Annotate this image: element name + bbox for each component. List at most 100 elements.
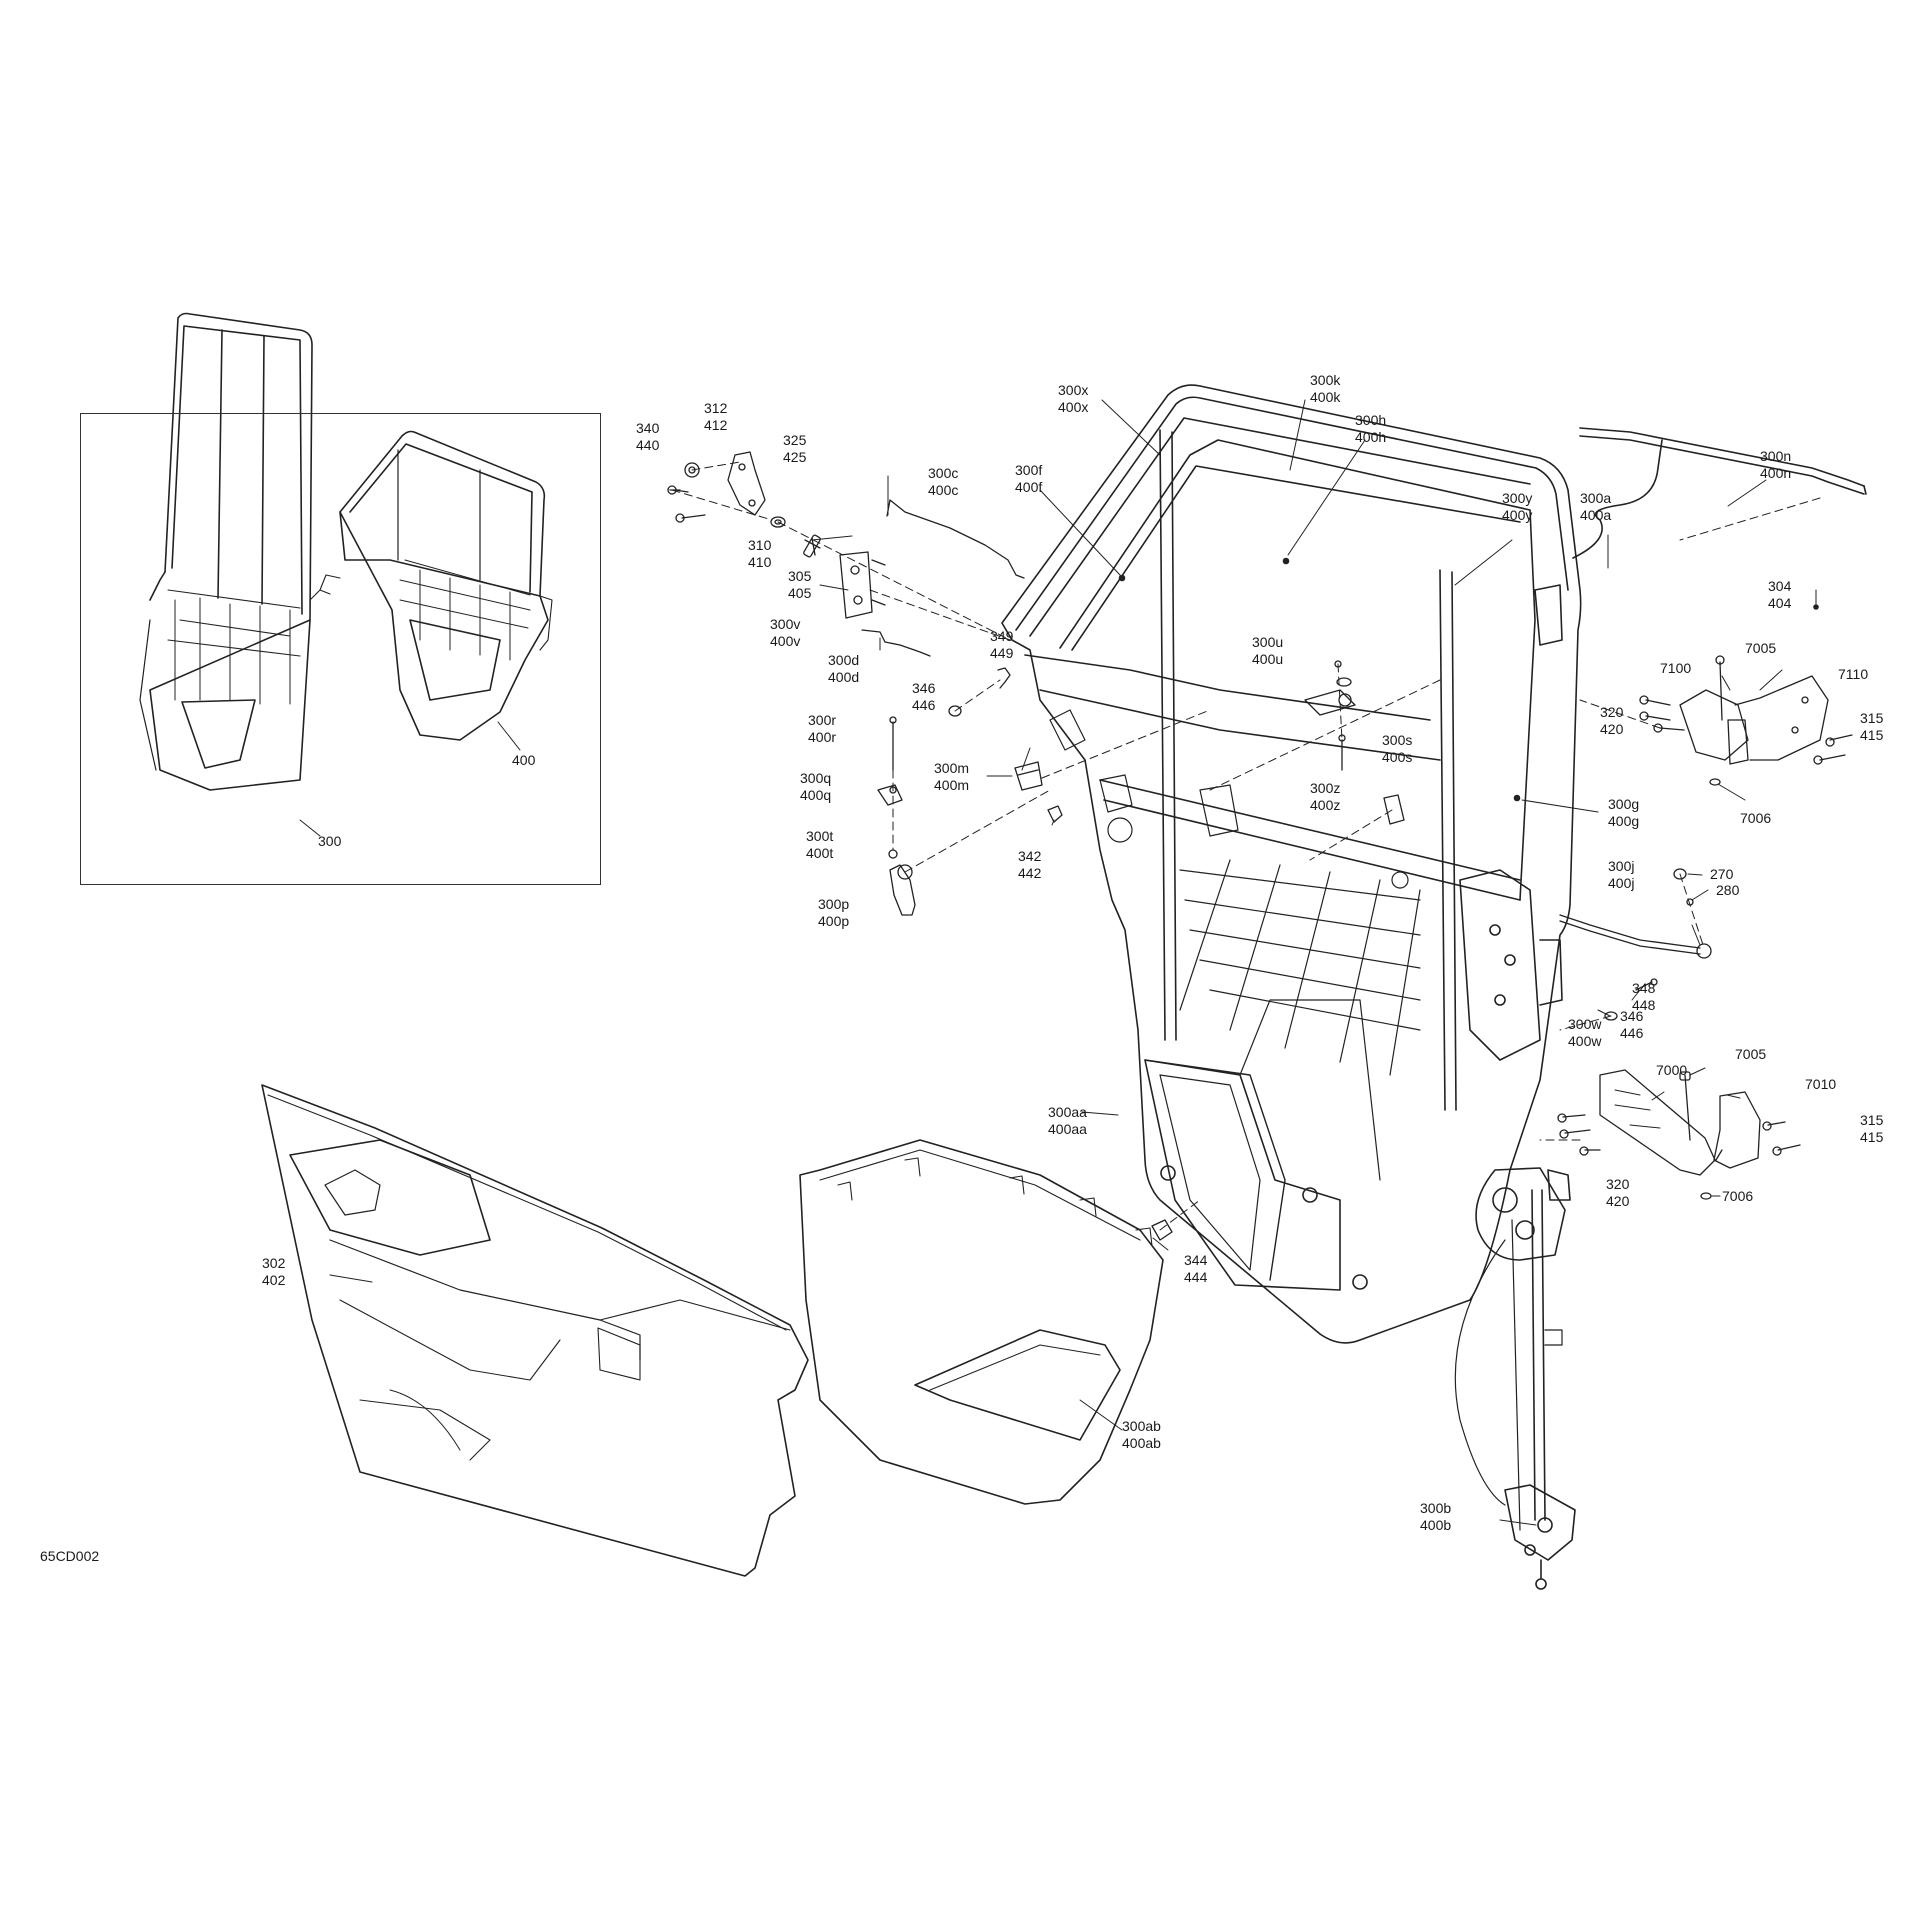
callout-part-number: 442	[1018, 865, 1042, 881]
callout-7110: 7110	[1838, 666, 1868, 683]
callout-part-number: 300g	[1608, 796, 1640, 812]
map-pocket-300ab	[799, 1139, 1164, 1505]
callout-part-number: 300m	[934, 760, 970, 776]
callout-7006a: 7006	[1740, 810, 1771, 827]
callout-part-number: 300p	[818, 896, 850, 912]
callout-inset-400: 400	[512, 752, 535, 769]
callout-part-number: 300c	[928, 465, 959, 481]
callout-part-number: 400x	[1058, 399, 1089, 415]
callout-part-number: 400g	[1608, 813, 1640, 829]
callout-part-number: 7006	[1740, 810, 1772, 826]
callout-part-number: 400k	[1310, 389, 1341, 405]
callout-part-number: 400b	[1420, 1517, 1452, 1533]
callout-part-number: 300h	[1355, 412, 1387, 428]
callout-part-number: 300n	[1760, 448, 1792, 464]
callout-part-number: 310	[748, 537, 772, 553]
hinge-lower-right	[1557, 1069, 1801, 1200]
callout-part-number: 300x	[1058, 382, 1089, 398]
callout-part-number: 415	[1860, 1129, 1884, 1145]
callout-part-number: 420	[1600, 721, 1624, 737]
callout-part-number: 400y	[1502, 507, 1533, 523]
callout-part-number: 400s	[1382, 749, 1413, 765]
callout-part-number: 315	[1860, 710, 1884, 726]
callout-part-number: 400v	[770, 633, 801, 649]
callout-part-number: 402	[262, 1272, 286, 1288]
callout-part-number: 300t	[806, 828, 834, 844]
callout-part-number: 400t	[806, 845, 834, 861]
callout-part-number: 446	[912, 697, 936, 713]
callout-part-number: 300d	[828, 652, 860, 668]
callout-part-number: 400u	[1252, 651, 1284, 667]
callout-part-number: 300b	[1420, 1500, 1452, 1516]
callout-part-number: 300ab	[1122, 1418, 1161, 1434]
callout-part-number: 320	[1606, 1176, 1630, 1192]
callout-part-number: 300q	[800, 770, 832, 786]
callout-7000: 7000	[1656, 1062, 1687, 1079]
callout-part-number: 7010	[1805, 1076, 1837, 1092]
inset-door-300	[139, 312, 341, 791]
callout-part-number: 346	[912, 680, 936, 696]
callout-part-number: 400ab	[1122, 1435, 1161, 1451]
inset-door-400	[339, 430, 553, 741]
callout-part-number: 302	[262, 1255, 286, 1271]
hinge-parts-left	[667, 451, 1063, 916]
callout-part-number: 425	[783, 449, 807, 465]
callout-part-number: 400q	[800, 787, 832, 803]
callout-part-number: 449	[990, 645, 1014, 661]
callout-part-number: 300w	[1568, 1016, 1602, 1032]
latch-parts-center	[1304, 660, 1405, 825]
callout-part-number: 400c	[928, 482, 959, 498]
cable-300a	[1572, 439, 1663, 559]
leader-lines	[329, 399, 1817, 1526]
callout-part-number: 300j	[1608, 858, 1635, 874]
callout-part-number: 400	[512, 752, 536, 768]
callout-part-number: 400w	[1568, 1033, 1602, 1049]
diagram-code: 65CD002	[40, 1548, 100, 1564]
callout-part-number: 300	[318, 833, 342, 849]
callout-part-number: 270	[1710, 866, 1734, 882]
callout-280: 280	[1716, 882, 1739, 899]
callout-part-number: 400d	[828, 669, 860, 685]
callout-part-number: 404	[1768, 595, 1792, 611]
callout-part-number: 440	[636, 437, 660, 453]
callout-part-number: 300k	[1310, 372, 1341, 388]
callout-part-number: 344	[1184, 1252, 1208, 1268]
callout-7010: 7010	[1805, 1076, 1836, 1093]
callout-part-number: 405	[788, 585, 812, 601]
callout-part-number: 446	[1620, 1025, 1644, 1041]
callout-part-number: 7006	[1722, 1188, 1754, 1204]
inset-overview-box	[80, 413, 601, 885]
callout-part-number: 300y	[1502, 490, 1533, 506]
callout-part-number: 346	[1620, 1008, 1644, 1024]
callout-part-number: 400m	[934, 777, 970, 793]
callout-part-number: 300aa	[1048, 1104, 1087, 1120]
callout-part-number: 7005	[1745, 640, 1777, 656]
callout-part-number: 7110	[1838, 666, 1869, 682]
